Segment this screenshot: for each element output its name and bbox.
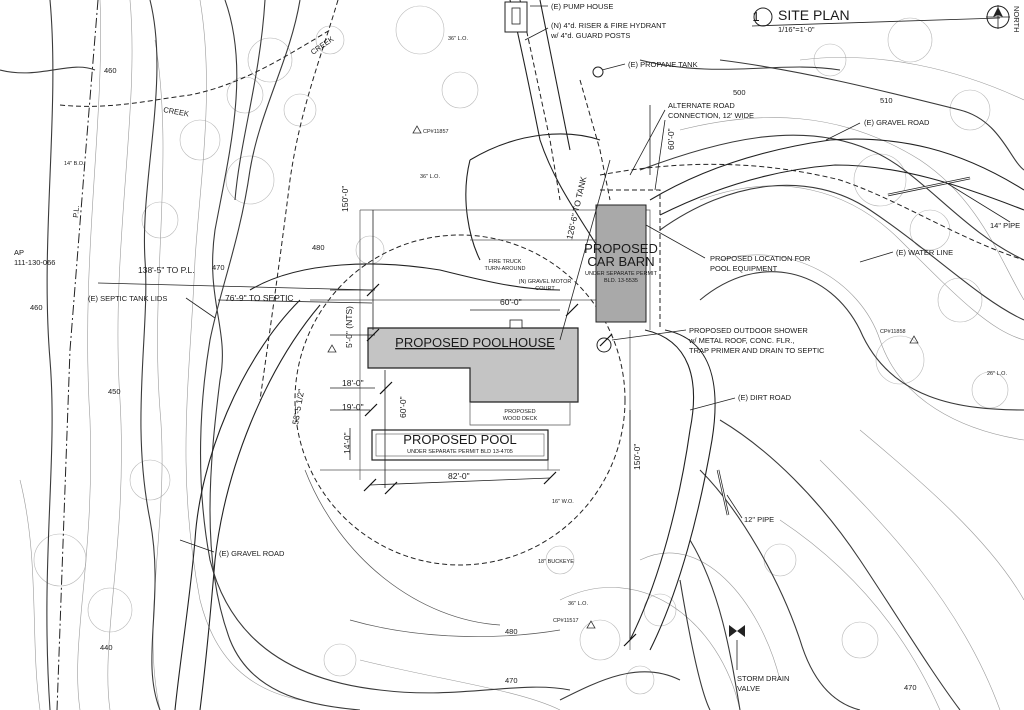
car-barn-label-1: PROPOSED: [584, 241, 658, 256]
shower-callout-2: w/ METAL ROOF, CONC. FLR.,: [688, 336, 794, 345]
dim-82: 82'-0": [448, 471, 470, 481]
car-barn-label-2: CAR BARN: [587, 254, 654, 269]
tree-label-10: 14" B.O.: [64, 161, 85, 167]
turnaround-label-1: FIRE TRUCK: [489, 259, 522, 265]
dim-to-tank: 126'-6" TO TANK: [564, 175, 588, 240]
septic-lids-callout: (E) SEPTIC TANK LIDS: [88, 294, 167, 303]
dimension-lines: [97, 105, 651, 647]
contour-470a: 470: [212, 263, 225, 272]
storm-drain-valve-symbol: [729, 625, 745, 637]
dim-18: 18'-0": [342, 378, 364, 388]
poolhouse-label: PROPOSED POOLHOUSE: [395, 335, 555, 350]
pump-house-callout: (E) PUMP HOUSE: [551, 2, 613, 11]
pipe-12-core: [717, 469, 729, 516]
dim-60-top: 60'-0": [666, 128, 676, 150]
pool-equip-callout-2: POOL EQUIPMENT: [710, 264, 778, 273]
north-label: NORTH: [1012, 6, 1021, 33]
tree-canopies: [33, 5, 1009, 695]
water-line-callout: (E) WATER LINE: [896, 248, 953, 257]
gravel-road-sw-callout: (E) GRAVEL ROAD: [219, 549, 285, 558]
title-scale: 1/16"=1'-0": [778, 25, 815, 34]
contour-460a: 460: [104, 66, 117, 75]
wood-deck-label-2: WOOD DECK: [503, 416, 538, 422]
title-block-graphic: [751, 5, 1010, 29]
pool-equip-callout-1: PROPOSED LOCATION FOR: [710, 254, 811, 263]
contour-480b: 480: [505, 627, 518, 636]
tree-label-1: 36" L.O.: [448, 36, 468, 42]
contour-500: 500: [733, 88, 746, 97]
pump-house-inner: [511, 7, 521, 25]
dirt-road-callout: (E) DIRT ROAD: [738, 393, 792, 402]
dim-150-right: 150'-0": [632, 444, 642, 470]
dim-to-pl: 138'-5" TO P.L.: [138, 265, 195, 275]
tree-label-4: 18" BUCKEYE: [538, 559, 574, 565]
creek: [59, 0, 339, 401]
dim-53: 53'-5 1/2": [290, 388, 306, 425]
shower-callout-1: PROPOSED OUTDOOR SHOWER: [689, 326, 808, 335]
pool-footprint: [371, 429, 549, 461]
car-barn-footprint: [595, 204, 647, 323]
dim-to-septic: 76'-9" TO SEPTIC: [225, 293, 294, 303]
wood-deck-outline: [469, 402, 571, 470]
title-name: SITE PLAN: [778, 7, 850, 23]
shower-callout-3: TRAP PRIMER AND DRAIN TO SEPTIC: [689, 346, 825, 355]
pipe-14-core: [887, 177, 971, 196]
dim-19: 19'-0": [342, 402, 364, 412]
pool-permit: UNDER SEPARATE PERMIT BLD 13-4705: [407, 449, 513, 455]
riser-callout-2: w/ 4"d. GUARD POSTS: [550, 31, 630, 40]
tree-label-9: 26" L.O.: [987, 371, 1007, 377]
pipe-12-callout: 12" PIPE: [744, 515, 774, 524]
contour-440: 440: [100, 643, 113, 652]
gravel-court-label-2: COURT: [535, 286, 555, 292]
dim-60-court: 60'-0": [500, 297, 522, 307]
car-barn-permit: UNDER SEPARATE PERMIT: [585, 271, 658, 277]
riser-callout-1: (N) 4"d. RISER & FIRE HYDRANT: [551, 21, 667, 30]
property-line: [56, 0, 99, 710]
pool-label: PROPOSED POOL: [403, 432, 516, 447]
storm-drain-callout-2: VALVE: [737, 684, 760, 693]
tree-label-2: CP#11857: [423, 129, 449, 135]
tree-label-6: CP#11517: [553, 618, 579, 624]
pipe-14-callout: 14" PIPE: [990, 221, 1020, 230]
propane-tank-symbol: [592, 66, 604, 78]
gravel-court-label-1: (N) GRAVEL MOTOR: [519, 279, 572, 285]
contour-450: 450: [108, 387, 121, 396]
wood-deck-label-1: PROPOSED: [504, 409, 535, 415]
propane-callout: (E) PROPANE TANK: [628, 60, 698, 69]
creek-label-2: CREEK: [163, 105, 190, 118]
poolhouse-footprint: [367, 319, 579, 403]
contour-470c: 470: [904, 683, 917, 692]
tree-label-8: CP#11858: [880, 329, 906, 335]
dim-5-nts: 5'-0" (NTS): [344, 306, 354, 348]
dim-14: 14'-0": [342, 432, 352, 454]
ap-label-2: 111-130-066: [14, 258, 55, 267]
gravel-road-ne-callout: (E) GRAVEL ROAD: [864, 118, 930, 127]
benchmark-markers: [327, 125, 919, 629]
shower-symbol: [596, 337, 612, 353]
dim-60-vert: 60'-0": [398, 396, 408, 418]
dim-150-left: 150'-0": [340, 186, 350, 212]
contour-470b: 470: [505, 676, 518, 685]
tree-label-7: 36" L.O.: [568, 601, 588, 607]
creek-label-1: CREEK: [309, 34, 335, 56]
site-lines: [174, 0, 1024, 710]
turnaround-label-2: TURN-AROUND: [485, 266, 526, 272]
car-barn-bld: BLD. 13-5535: [604, 278, 638, 284]
contour-460b: 460: [30, 303, 43, 312]
storm-drain-callout-1: STORM DRAIN: [737, 674, 789, 683]
tree-label-3: 36" L.O.: [420, 174, 440, 180]
pl-label: P.L.: [71, 205, 81, 218]
ap-label-1: AP: [14, 248, 24, 257]
pump-house-symbol: [504, 1, 528, 33]
title-number: 1: [752, 9, 759, 24]
contour-480a: 480: [312, 243, 325, 252]
alt-road-callout-2: CONNECTION, 12' WIDE: [668, 111, 754, 120]
tree-label-5: 16" W.O.: [552, 499, 574, 505]
minor-contours: [19, 0, 1024, 710]
alt-road-callout-1: ALTERNATE ROAD: [668, 101, 735, 110]
contour-510: 510: [880, 96, 893, 105]
callout-leaders: [179, 5, 1011, 670]
